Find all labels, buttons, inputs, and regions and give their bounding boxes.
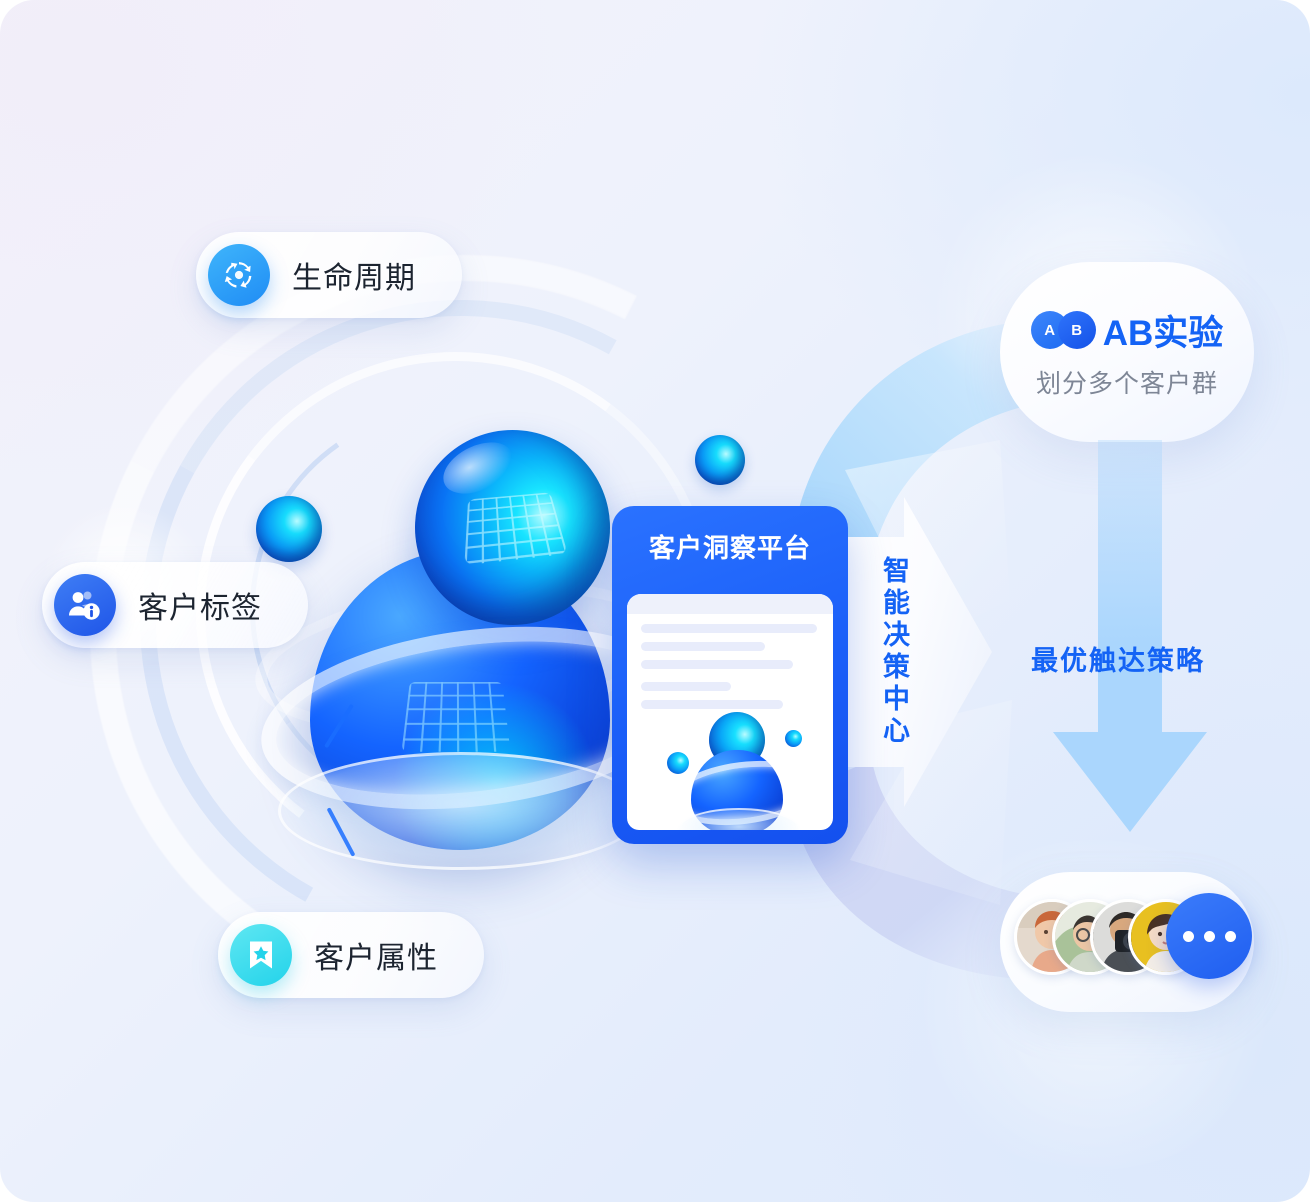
ab-badges: A B — [1030, 311, 1097, 349]
dot-icon — [1203, 930, 1215, 942]
pill-label: 客户标签 — [138, 592, 262, 625]
dot-icon — [1182, 930, 1194, 942]
ab-experiment-card[interactable]: A B AB实验 划分多个客户群 — [1000, 262, 1254, 442]
more-avatars-button[interactable] — [1166, 893, 1252, 979]
pill-customer-attribute[interactable]: 客户属性 — [218, 912, 484, 998]
placeholder-line — [641, 624, 817, 633]
hero-small-sphere-left — [256, 496, 322, 562]
bookmark-star-icon — [230, 924, 292, 986]
platform-title: 客户洞察平台 — [648, 533, 811, 563]
placeholder-line — [641, 682, 731, 691]
strategy-label: 最优触达策略 — [1031, 646, 1205, 676]
mini-sphere-right — [785, 730, 802, 747]
wedge-highlight-bottom — [850, 700, 1012, 905]
placeholder-line — [641, 642, 765, 651]
ab-experiment-title: AB实验 — [1102, 313, 1224, 353]
recycle-icon — [208, 244, 270, 306]
placeholder-line — [641, 700, 783, 709]
hero-sphere — [415, 430, 610, 625]
ab-title-row: A B AB实验 — [1030, 305, 1224, 356]
audience-card[interactable] — [1000, 872, 1254, 1012]
inner-card-topbar — [627, 594, 833, 614]
platform-card[interactable]: 客户洞察平台 — [612, 506, 848, 844]
pill-label: 生命周期 — [292, 262, 416, 295]
hero-3d-figure — [246, 400, 745, 880]
placeholder-line — [641, 660, 793, 669]
avatar-group — [1014, 893, 1252, 985]
ab-badge-b: B — [1057, 311, 1096, 349]
pill-label: 客户属性 — [314, 942, 438, 975]
platform-inner-card — [627, 594, 833, 830]
connector-band-up — [790, 320, 1060, 580]
dot-icon — [1224, 930, 1236, 942]
hero-small-sphere-right — [695, 435, 745, 485]
decision-center-label: 智能决策中心 — [879, 556, 909, 748]
pill-customer-tag[interactable]: 客户标签 — [42, 562, 308, 648]
user-info-icon — [54, 574, 116, 636]
ab-experiment-subtitle: 划分多个客户群 — [1035, 369, 1218, 398]
inner-card-mini-figure — [655, 712, 821, 830]
mini-sphere-left — [667, 752, 689, 774]
pill-lifecycle[interactable]: 生命周期 — [196, 232, 462, 318]
hero-base-plate — [278, 752, 644, 870]
